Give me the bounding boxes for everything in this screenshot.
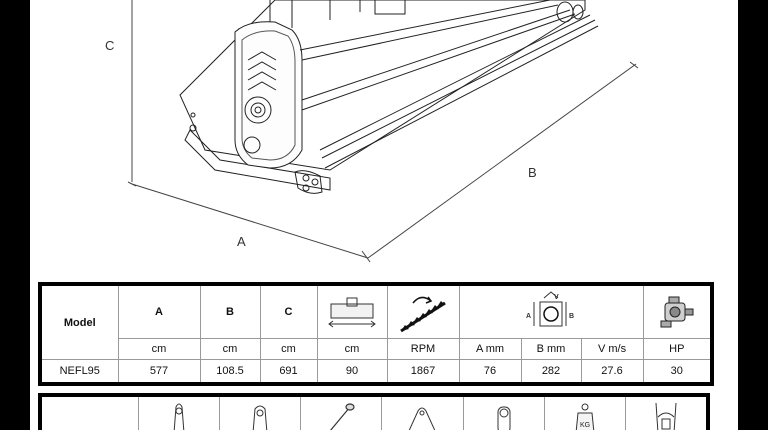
value-v-ms: 27.6 bbox=[580, 359, 644, 385]
value-model: NEFL95 bbox=[39, 359, 119, 385]
weight-label: KG bbox=[580, 422, 590, 429]
blade-dimension-icon: A B V bbox=[458, 283, 644, 339]
unit-width: cm bbox=[316, 338, 388, 360]
mower-line-drawing bbox=[127, 0, 639, 263]
value-c: 691 bbox=[259, 359, 318, 385]
value-a: 577 bbox=[117, 359, 201, 385]
unit-hp: HP bbox=[642, 338, 713, 360]
header-a: A bbox=[117, 283, 201, 339]
dimension-label-c: C bbox=[105, 38, 115, 53]
blade-letter-b: B bbox=[569, 313, 574, 320]
value-hp: 30 bbox=[642, 359, 713, 385]
weight-icon: KG bbox=[545, 397, 626, 430]
unit-a: cm bbox=[117, 338, 201, 360]
value-rpm: 1867 bbox=[386, 359, 460, 385]
value-width: 90 bbox=[316, 359, 388, 385]
dimension-label-a: A bbox=[237, 234, 246, 249]
hitch-icon bbox=[626, 397, 706, 430]
unit-b-mm: B mm bbox=[520, 338, 582, 360]
header-model: Model bbox=[39, 283, 119, 360]
unit-v-ms: V m/s bbox=[580, 338, 644, 360]
rotor-icon bbox=[386, 283, 460, 339]
gearbox-icon bbox=[642, 283, 713, 339]
value-a-mm: 76 bbox=[458, 359, 522, 385]
l-blade-icon bbox=[220, 397, 302, 430]
accessory-icon-strip: KG bbox=[38, 393, 710, 430]
value-b-mm: 282 bbox=[520, 359, 582, 385]
unit-a-mm: A mm bbox=[458, 338, 522, 360]
shackle-icon bbox=[382, 397, 464, 430]
header-b: B bbox=[199, 283, 261, 339]
spec-table: Model A B C bbox=[38, 282, 715, 386]
blade-letter-a: A bbox=[526, 313, 531, 320]
width-icon bbox=[316, 283, 388, 339]
hammer-blade-icon bbox=[464, 397, 545, 430]
header-c: C bbox=[259, 283, 318, 339]
unit-b: cm bbox=[199, 338, 261, 360]
y-blade-icon bbox=[139, 397, 221, 430]
value-b: 108.5 bbox=[199, 359, 261, 385]
strip-blank-cell bbox=[42, 397, 139, 430]
spatula-blade-icon bbox=[301, 397, 383, 430]
unit-rpm: RPM bbox=[386, 338, 460, 360]
blade-letter-v: V bbox=[554, 294, 559, 301]
spec-sheet-page: C A B Model A B C bbox=[30, 0, 738, 430]
unit-c: cm bbox=[259, 338, 318, 360]
dimension-label-b: B bbox=[528, 165, 537, 180]
